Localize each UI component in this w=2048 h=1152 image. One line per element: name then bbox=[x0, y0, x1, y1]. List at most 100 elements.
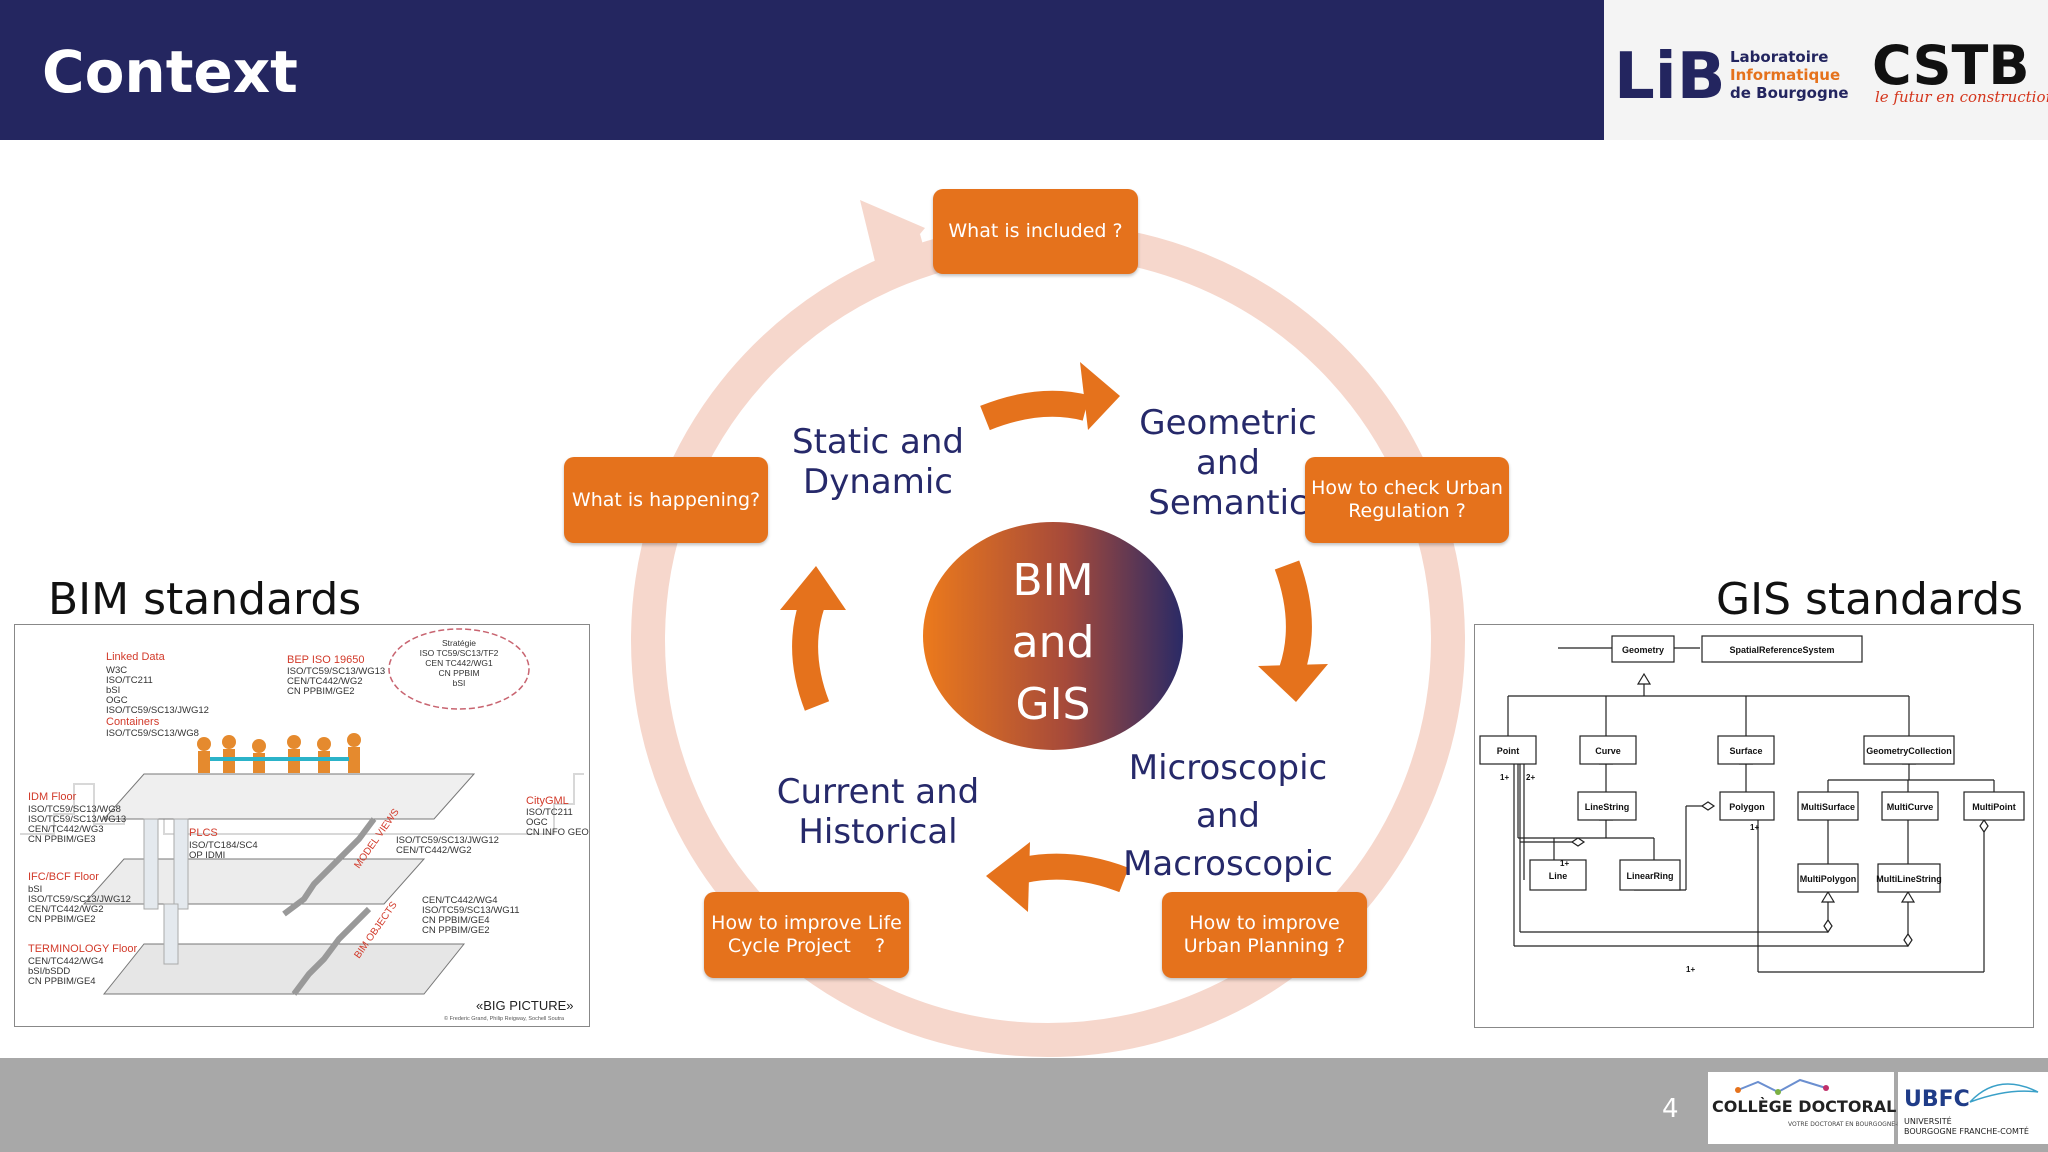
title-bar: Context bbox=[0, 0, 1604, 140]
question-life-cycle: How to improve Life Cycle Project ? bbox=[704, 892, 909, 978]
bim-floor-mid bbox=[82, 858, 426, 905]
gis-class-multicurve: MultiCurve bbox=[1887, 802, 1934, 812]
bim-linked-item-3: bSI bbox=[106, 685, 120, 696]
gis-class-linestring: LineString bbox=[1585, 802, 1630, 812]
bim-strategie-3: CEN TC442/WG1 bbox=[425, 658, 493, 668]
bim-ifc-item-3: CEN/TC442/WG2 bbox=[28, 904, 104, 915]
ubfc-text: UBFC bbox=[1904, 1087, 1970, 1112]
inner-arrow-right-head bbox=[1258, 664, 1328, 702]
bim-column-3 bbox=[163, 903, 179, 965]
lib-line3: de Bourgogne bbox=[1730, 84, 1849, 102]
label-static-line1: Static and bbox=[792, 422, 964, 462]
gis-class-multilinestring: MultiLineString bbox=[1876, 874, 1942, 884]
bim-bep: BEP ISO 19650 bbox=[287, 654, 364, 666]
question-regulation-line2: Regulation ? bbox=[1348, 500, 1466, 522]
bim-strategie-5: bSI bbox=[453, 678, 466, 688]
ubfc-sub2: BOURGOGNE FRANCHE-COMTÉ bbox=[1904, 1125, 2029, 1136]
bim-linked-item-1: W3C bbox=[106, 665, 127, 676]
bim-bo-item-1: CEN/TC442/WG4 bbox=[422, 895, 498, 906]
gis-class-srs: SpatialReferenceSystem bbox=[1729, 645, 1834, 655]
label-micro-line3: Macroscopic bbox=[1123, 844, 1333, 884]
college-doctoral-text: COLLÈGE DOCTORAL bbox=[1712, 1097, 1896, 1116]
gis-class-multipoint: MultiPoint bbox=[1972, 802, 2016, 812]
label-current-line1: Current and bbox=[776, 772, 980, 812]
bim-stairs-upper bbox=[282, 817, 377, 917]
gis-mult-point-2: 2+ bbox=[1526, 773, 1535, 782]
gis-mult-linearring: 1+ bbox=[1686, 965, 1695, 974]
bim-standards-figure: Linked Data W3C ISO/TC211 bSI OGC ISO/TC… bbox=[14, 624, 590, 1027]
question-planning-line2: Urban Planning ? bbox=[1183, 935, 1346, 957]
gis-uml-lines bbox=[1507, 647, 1995, 973]
lib-mark: LiB bbox=[1614, 40, 1726, 114]
label-current-historical: Current and Historical bbox=[758, 772, 998, 852]
label-micro-line2: and bbox=[1196, 796, 1260, 836]
question-what-included-text: What is included ? bbox=[948, 220, 1123, 242]
question-lifecycle-line1: How to improve Life bbox=[711, 912, 902, 934]
label-geometric-line2: and bbox=[1196, 443, 1260, 483]
center-label-line1: BIM bbox=[1012, 555, 1094, 606]
ubfc-logo-bg bbox=[1898, 1072, 2048, 1144]
page-number: 4 bbox=[1662, 1094, 1679, 1124]
bim-strategie-2: ISO TC59/SC13/TF2 bbox=[420, 648, 499, 658]
bim-strategie-1: Stratégie bbox=[442, 638, 476, 648]
center-label: BIM and GIS bbox=[973, 550, 1133, 736]
gis-standards-figure: Geometry SpatialReferenceSystem Point Cu… bbox=[1474, 624, 2034, 1028]
bim-ifc-item-2: ISO/TC59/SC13/JWG12 bbox=[28, 894, 131, 905]
bim-bo-item-2: ISO/TC59/SC13/WG11 bbox=[422, 905, 520, 916]
question-planning-line1: How to improve bbox=[1189, 912, 1340, 934]
bim-plcs: PLCS bbox=[189, 827, 218, 839]
label-micro-macro: Microscopic and Macroscopic bbox=[1118, 744, 1338, 888]
gis-mult-linestring: 1+ bbox=[1560, 859, 1569, 868]
cstb-logo: CSTB le futur en construction bbox=[1872, 34, 2048, 106]
gis-class-linearring: LinearRing bbox=[1626, 871, 1673, 881]
bim-thought-bubble bbox=[388, 628, 530, 710]
lib-logo: LiB Laboratoire Informatique de Bourgogn… bbox=[1614, 40, 1849, 114]
bim-credit: © Frederic Grand, Philip Reigway, Sochel… bbox=[444, 1015, 565, 1022]
bim-idm-item-1: ISO/TC59/SC13/WG8 bbox=[28, 804, 121, 815]
inner-arrow-right bbox=[1274, 560, 1312, 675]
cstb-tagline: le futur en construction bbox=[1875, 88, 2048, 106]
gis-class-curve: Curve bbox=[1595, 746, 1621, 756]
bim-term-item-1: CEN/TC442/WG4 bbox=[28, 956, 104, 967]
label-geometric-semantic: Geometric and Semantic bbox=[1118, 403, 1338, 523]
ubfc-swirl bbox=[1969, 1083, 2039, 1103]
question-lifecycle-line2: Cycle Project ? bbox=[727, 935, 886, 957]
bim-plcs-item-1: ISO/TC184/SC4 bbox=[189, 840, 258, 851]
bim-citygml-item-1: ISO/TC211 bbox=[526, 807, 573, 818]
bim-mv-item-1: ISO/TC59/SC13/JWG12 bbox=[396, 835, 499, 846]
inner-arrow-left-head bbox=[780, 566, 846, 610]
bim-stairs-lower bbox=[291, 906, 372, 996]
inner-arrow-bottom-head bbox=[986, 842, 1030, 912]
footer-logos: COLLÈGE DOCTORAL VOTRE DOCTORAT EN BOURG… bbox=[1708, 1072, 2048, 1144]
lib-line2: Informatique bbox=[1730, 66, 1840, 84]
bim-linked-data: Linked Data bbox=[106, 651, 166, 663]
footer-bar bbox=[0, 1058, 2048, 1152]
logos-svg: LiB Laboratoire Informatique de Bourgogn… bbox=[1614, 34, 2048, 114]
bim-column-2 bbox=[173, 818, 189, 910]
outer-cycle-arrowhead-top bbox=[860, 200, 925, 282]
label-static-dynamic: Static and Dynamic bbox=[758, 422, 998, 502]
inner-arrow-bottom bbox=[1021, 853, 1129, 893]
inner-arrow-left bbox=[792, 599, 830, 711]
gis-class-polygon: Polygon bbox=[1729, 802, 1765, 812]
bim-big-picture: «BIG PICTURE» bbox=[476, 998, 574, 1013]
label-geometric-line3: Semantic bbox=[1148, 483, 1308, 523]
gis-class-multisurface: MultiSurface bbox=[1801, 802, 1855, 812]
question-what-happening: What is happening? bbox=[564, 457, 768, 543]
bim-linked-item-4: OGC bbox=[106, 695, 128, 706]
college-sub-text: VOTRE DOCTORAT EN BOURGOGNE-FRANCHE-COMT… bbox=[1788, 1120, 1950, 1128]
bim-floor-bottom bbox=[102, 943, 466, 995]
bim-linked-item-2: ISO/TC211 bbox=[106, 675, 153, 686]
bim-idm-item-2: ISO/TC59/SC13/WG13 bbox=[28, 814, 126, 825]
gis-standards-title: GIS standards bbox=[1716, 574, 2024, 625]
bim-floor-top bbox=[102, 773, 476, 820]
bim-ifc-item-4: CN PPBIM/GE2 bbox=[28, 914, 96, 925]
bim-idm-item-3: CEN/TC442/WG3 bbox=[28, 824, 104, 835]
center-label-line2: and bbox=[1011, 617, 1095, 668]
label-current-line2: Historical bbox=[798, 812, 958, 852]
inner-arrow-top bbox=[980, 390, 1090, 431]
ubfc-sub1: UNIVERSITÉ bbox=[1904, 1115, 1952, 1126]
bim-idm: IDM Floor bbox=[28, 791, 77, 803]
bim-bep-item-3: CN PPBIM/GE2 bbox=[287, 686, 355, 697]
